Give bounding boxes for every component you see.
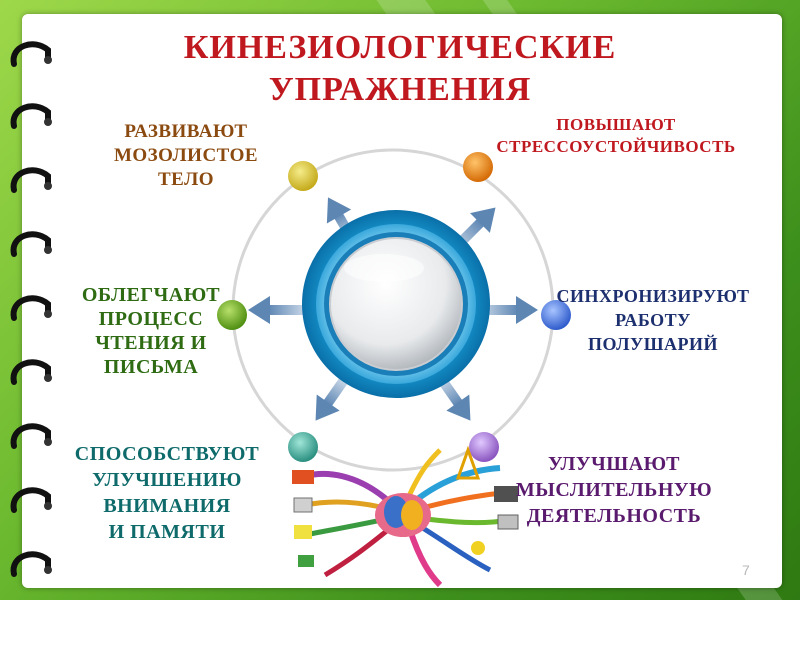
label-line: УЛУЧШАЮТ [547,453,681,475]
label-line: СПОСОБСТВУЮТ [74,443,260,465]
notebook-ring-icon [8,484,60,516]
label-top-left: РАЗВИВАЮТ МОЗОЛИСТОЕ ТЕЛО [98,120,274,192]
label-line: СИНХРОНИЗИРУЮТ [556,286,750,306]
notebook-ring-icon [8,228,60,260]
title-line-2: УПРАЖНЕНИЯ [268,71,532,108]
diagram [217,148,571,588]
label-line: СТРЕССОУСТОЙЧИВОСТЬ [496,137,736,156]
label-line: РАБОТУ [615,310,691,330]
label-line: УЛУЧШЕНИЮ [92,469,242,491]
label-mid-right: СИНХРОНИЗИРУЮТ РАБОТУ ПОЛУШАРИЙ [540,284,766,356]
dot-blue [541,300,571,330]
label-line: РАЗВИВАЮТ [124,121,248,142]
label-line: ВНИМАНИЯ [103,495,231,517]
central-disc [302,210,490,398]
dot-purple [469,432,499,462]
notebook-ring-icon [8,420,60,452]
label-line: ДЕЯТЕЛЬНОСТЬ [526,505,702,527]
notebook-ring-icon [8,38,60,70]
arrow-icon [473,296,538,324]
notebook-ring-icon [8,164,60,196]
notebook-ring-icon [8,548,60,580]
dot-yellow [288,161,318,191]
label-line: ТЕЛО [157,169,215,190]
label-line: ОБЛЕГЧАЮТ [81,284,221,306]
dot-teal [288,432,318,462]
dot-orange [463,152,493,182]
label-line: ЧТЕНИЯ И [95,332,207,354]
label-mid-left: ОБЛЕГЧАЮТ ПРОЦЕСС ЧТЕНИЯ И ПИСЬМА [66,283,236,379]
notebook-ring-icon [8,292,60,324]
dot-green [217,300,247,330]
brain-mindmap-icon [292,445,519,588]
notebook-ring-icon [8,100,60,132]
notebook-ring-icon [8,356,60,388]
arrow-icon [248,296,313,324]
label-line: И ПАМЯТИ [108,521,226,543]
label-line: МОЗОЛИСТОЕ [113,145,259,166]
label-top-right: ПОВЫШАЮТ СТРЕССОУСТОЙЧИВОСТЬ [470,114,762,158]
title-line-1: КИНЕЗИОЛОГИЧЕСКИЕ [183,29,617,66]
label-line: ПРОЦЕСС [98,308,204,330]
label-line: ПОЛУШАРИЙ [588,334,718,354]
label-line: ПИСЬМА [103,356,199,378]
page-number: 7 [742,562,750,578]
label-line: ПОВЫШАЮТ [556,115,676,134]
label-bottom-left: СПОСОБСТВУЮТ УЛУЧШЕНИЮ ВНИМАНИЯ И ПАМЯТИ [60,441,274,545]
label-bottom-right: УЛУЧШАЮТ МЫСЛИТЕЛЬНУЮ ДЕЯТЕЛЬНОСТЬ [500,451,728,529]
label-line: МЫСЛИТЕЛЬНУЮ [515,479,713,501]
